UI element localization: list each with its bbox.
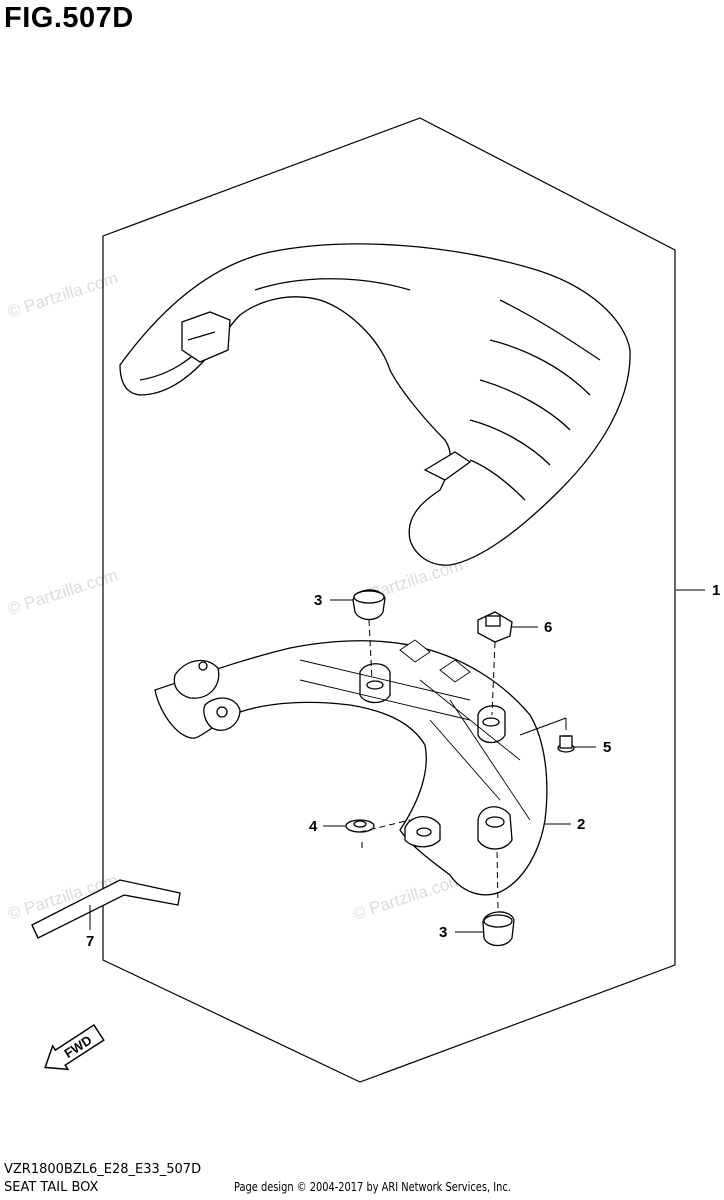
callout-labels: 1 2 3 4 5 6 7 3 <box>86 582 720 950</box>
bolt-part <box>557 735 575 753</box>
callout-number: 5 <box>603 739 611 756</box>
callout-number: 6 <box>544 619 552 636</box>
grommet-part <box>345 819 375 833</box>
callout-number: 3 <box>439 924 447 941</box>
leader-lines <box>89 589 705 933</box>
footer-credit: Page design © 2004-2017 by ARI Network S… <box>234 1180 511 1194</box>
callout-number: 4 <box>309 818 318 835</box>
hex-wrench <box>31 879 181 939</box>
guide-lines <box>359 619 567 909</box>
bracket-frame <box>154 639 548 896</box>
callout-number: 2 <box>577 816 585 833</box>
cushion-bottom <box>482 911 515 947</box>
callout-number: 3 <box>314 592 322 609</box>
fwd-arrow-icon: FWD <box>44 1023 105 1071</box>
model-code: VZR1800BZL6_E28_E33_507D <box>4 1162 202 1177</box>
callout-number: 1 <box>712 582 720 599</box>
cushion-top <box>352 589 386 621</box>
assembly-outline <box>102 117 676 1083</box>
figure-title: FIG.507D <box>4 2 134 34</box>
callout-number: 7 <box>86 933 94 950</box>
nut-part <box>477 611 513 643</box>
section-name: SEAT TAIL BOX <box>4 1180 99 1195</box>
seat-tail-cover <box>119 243 631 566</box>
watermark: © Partzilla.com <box>350 870 465 923</box>
